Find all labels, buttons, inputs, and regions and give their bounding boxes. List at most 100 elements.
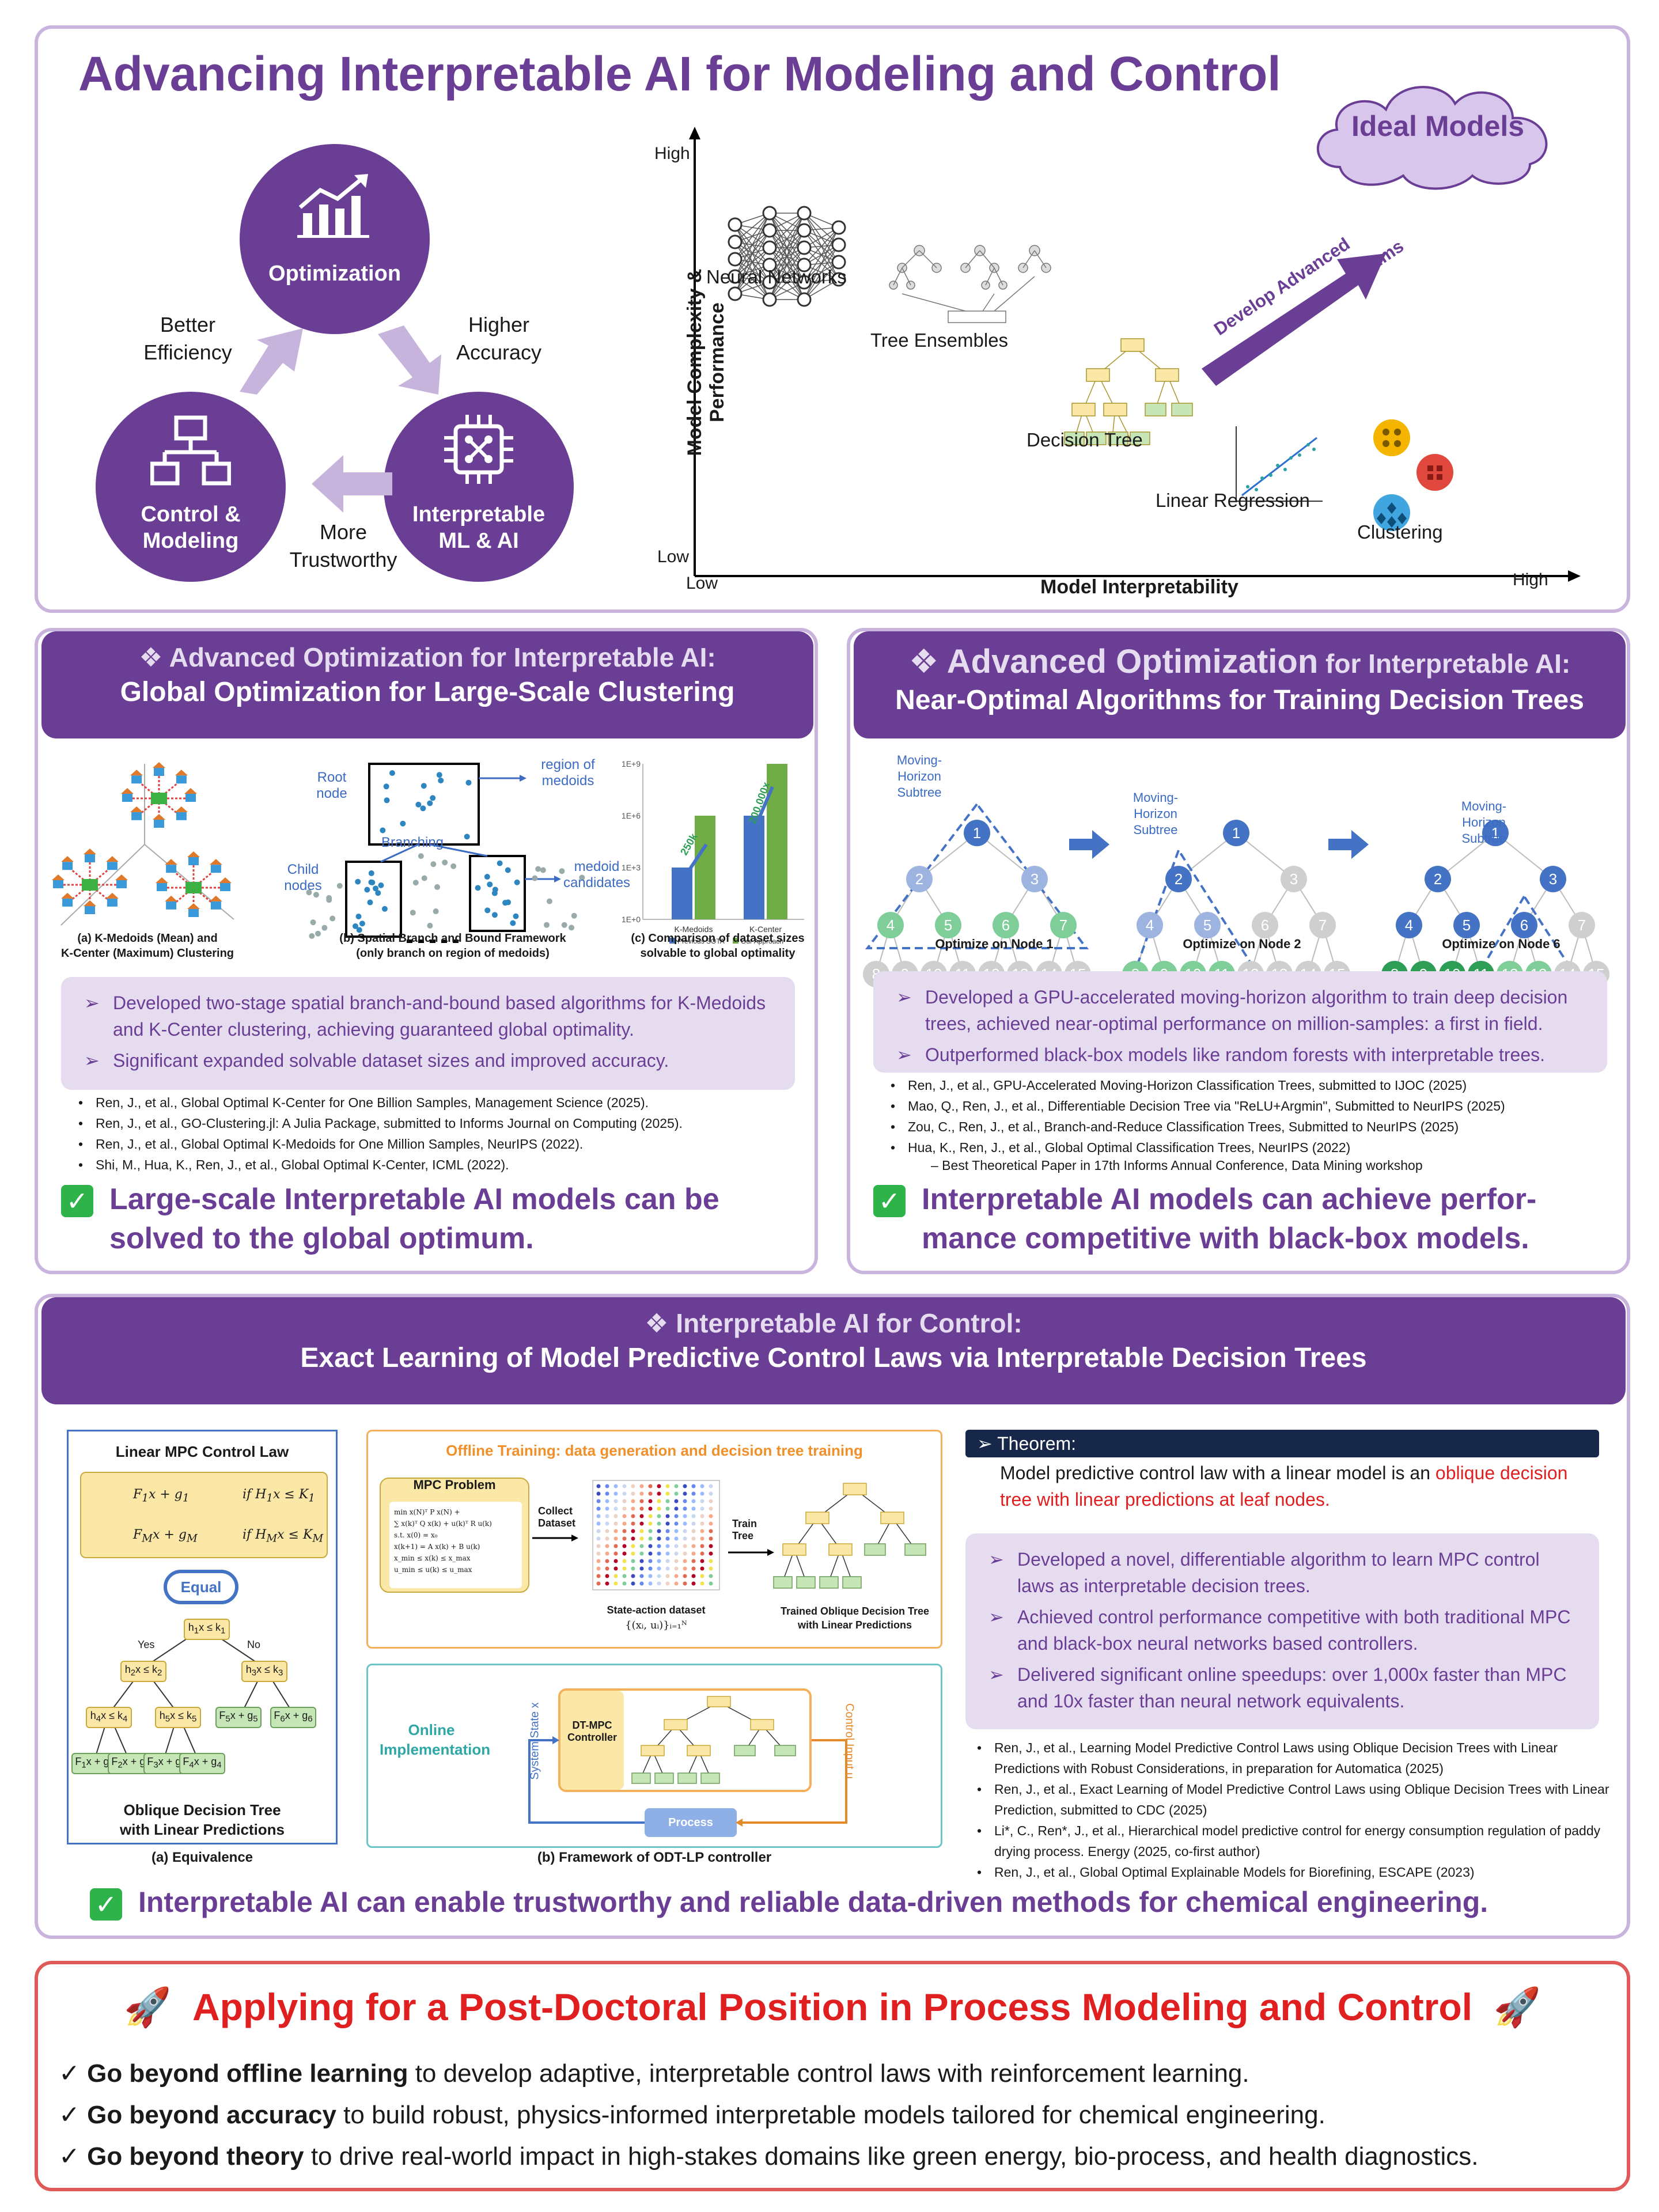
caption-b: (b) Spatial Branch and Bound Framework(o…	[339, 932, 566, 960]
checkmark-icon: ✓	[59, 2059, 80, 2088]
decision-tree-icon	[1064, 338, 1193, 445]
tree-node-2-6: 6	[1511, 912, 1537, 938]
opt-node-6-caption: Optimize on Node 6	[1442, 937, 1560, 951]
tree-node-2-4: 4	[1396, 912, 1422, 938]
state-action-label: State-action dataset	[607, 1604, 706, 1616]
bar-0-1	[695, 816, 715, 919]
odt-node-4: h4x ≤ k4	[86, 1707, 132, 1728]
odt-node-5: h5x ≤ k5	[155, 1707, 201, 1728]
trees-bullet-1: Developed a GPU-accelerated moving-horiz…	[896, 984, 1584, 1037]
tree-node-2-7: 7	[1569, 912, 1595, 938]
bar-ytick: 1E+0	[622, 915, 641, 924]
no-label: No	[247, 1639, 261, 1650]
ideal-models-label: Ideal Models	[1351, 110, 1525, 142]
x-low-label: Low	[686, 574, 718, 593]
control-bullet-1: Developed a novel, differentiable algori…	[988, 1546, 1576, 1599]
tree-node-0-7: 7	[1050, 912, 1077, 938]
checkmark-icon: ✓	[59, 2101, 80, 2129]
odt-leaf-6: F6x + g6	[270, 1707, 316, 1728]
arrow-right-icon	[532, 1535, 578, 1541]
goal-line-3: ✓ Go beyond theory to drive real-world i…	[59, 2142, 1479, 2171]
branching-label: Branching	[381, 835, 444, 850]
poster-title: Advancing Interpretable AI for Modeling …	[78, 47, 1281, 101]
x-high-label: High	[1513, 570, 1548, 589]
odt-node-3: h3x ≤ k3	[241, 1661, 287, 1682]
tree-node-0-1: 1	[964, 820, 990, 846]
chip-icon	[444, 415, 513, 484]
opt-node-1-caption: Optimize on Node 1	[935, 937, 1054, 951]
bar-0-0	[672, 868, 692, 919]
arrow-down-icon	[378, 325, 441, 395]
offline-training-box: Offline Training: data generation and de…	[366, 1430, 942, 1649]
clustering-bullet-1: Developed two-stage spatial branch-and-b…	[84, 990, 772, 1043]
y-high-label: High	[654, 144, 690, 163]
tree-ensemble-icon	[889, 245, 1051, 323]
postdoc-title: 🚀 Applying for a Post-Doctoral Position …	[124, 1985, 1541, 2029]
growth-chart-icon	[297, 174, 369, 238]
tree-node-0-5: 5	[935, 912, 961, 938]
trees-header-line-2: Near-Optimal Algorithms for Training Dec…	[895, 685, 1584, 715]
tree-node-1-5: 5	[1194, 912, 1221, 938]
clustering-conclusion: ✓Large-scale Interpretable AI models can…	[61, 1180, 810, 1258]
state-action-scatter	[592, 1480, 720, 1590]
control-header-line-1: ❖ Interpretable AI for Control:	[645, 1308, 1022, 1338]
overview-panel: Advancing Interpretable AI for Modeling …	[35, 25, 1630, 613]
rocket-icon-left: 🚀	[124, 1985, 172, 2029]
tree-node-0-3: 3	[1021, 866, 1048, 892]
dataset-formula: {(xᵢ, uᵢ)}ᵢ₌₁ᴺ	[625, 1619, 687, 1631]
tree-node-2-5: 5	[1453, 912, 1480, 938]
check-icon: ✓	[90, 1888, 122, 1921]
equivalence-box: Linear MPC Control Law F1x + g1 if H1x ≤…	[67, 1430, 338, 1844]
cloud-icon	[1316, 86, 1548, 190]
x-axis-label: Model Interpretability	[1040, 576, 1238, 598]
clustering-refs: Ren, J., et al., Global Optimal K-Center…	[78, 1092, 816, 1175]
trees-bullets: Developed a GPU-accelerated moving-horiz…	[873, 971, 1607, 1073]
arrow-right-icon	[728, 1549, 774, 1556]
control-conclusion: ✓Interpretable AI can enable trustworthy…	[90, 1883, 1622, 1922]
tree-node-1-6: 6	[1252, 912, 1278, 938]
control-label-2: Modeling	[142, 529, 239, 553]
control-label-1: Control &	[141, 502, 241, 527]
theorem-header: ➢ Theorem:	[965, 1430, 1599, 1457]
postdoc-panel: 🚀 Applying for a Post-Doctoral Position …	[35, 1961, 1630, 2191]
control-header-line-2: Exact Learning of Model Predictive Contr…	[300, 1343, 1367, 1373]
bar-1-0	[744, 816, 764, 919]
trained-tree-sketch	[773, 1483, 926, 1589]
bar-category-label: K-Center	[749, 925, 782, 934]
trees-refs: Ren, J., et al., GPU-Accelerated Moving-…	[891, 1075, 1628, 1158]
equal-icon: Equal	[164, 1570, 238, 1604]
interpretable-label-2: ML & AI	[438, 529, 519, 553]
control-bullet-3: Delivered significant online speedups: o…	[988, 1661, 1576, 1714]
hierarchy-icon	[150, 415, 231, 486]
tree-node-1-7: 7	[1309, 912, 1336, 938]
control-bullet-2: Achieved control performance competitive…	[988, 1604, 1576, 1657]
tree-node-0-2: 2	[906, 866, 933, 892]
control-panel: ❖ Interpretable AI for Control: Exact Le…	[35, 1294, 1630, 1939]
trees-conclusion: ✓Interpretable AI models can achieve per…	[873, 1180, 1622, 1258]
check-icon: ✓	[61, 1185, 93, 1218]
system-state-label: System State x	[528, 1702, 541, 1780]
rocket-icon-right: 🚀	[1493, 1985, 1541, 2029]
clustering-header: ❖ Advanced Optimization for Interpretabl…	[41, 631, 813, 738]
mpc-law-title: Linear MPC Control Law	[115, 1443, 289, 1460]
arrow-left-icon	[312, 455, 392, 513]
best-paper-award: – Best Theoretical Paper in 17th Informs…	[931, 1158, 1423, 1173]
process-block: Process	[645, 1808, 737, 1837]
goal-line-1: ✓ Go beyond offline learning to develop …	[59, 2059, 1249, 2088]
neural-networks-label: Neural Networks	[706, 266, 847, 287]
trees-header: ❖ Advanced Optimization for Interpretabl…	[854, 631, 1626, 738]
online-tree-sketch	[631, 1696, 796, 1784]
tree-ensembles-label: Tree Ensembles	[870, 329, 1009, 351]
y-low-label: Low	[657, 547, 690, 566]
tree-node-1-2: 2	[1165, 866, 1192, 892]
